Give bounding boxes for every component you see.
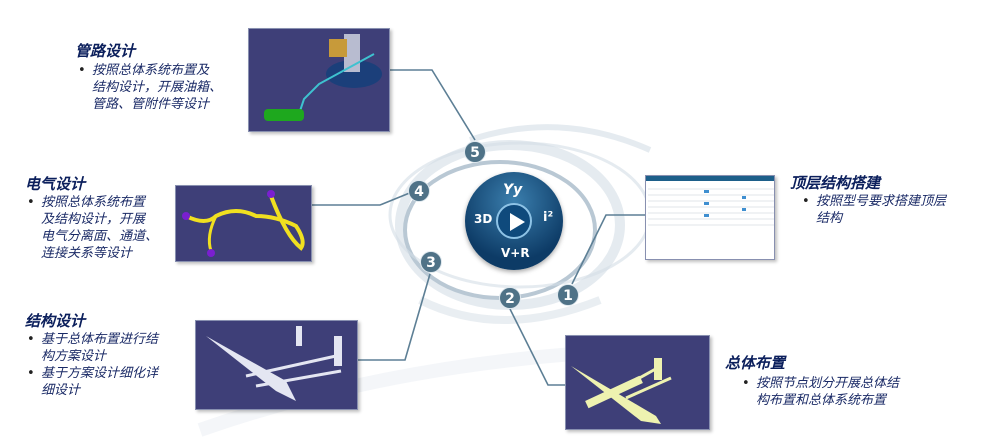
bullet-cont: 连接关系等设计 xyxy=(41,246,133,261)
structure-model-image xyxy=(195,320,358,410)
bullet-cont: 构方案设计 xyxy=(41,349,107,364)
step-title-electrical: 电气设计 xyxy=(25,175,86,193)
step-badge-3: 3 xyxy=(420,251,442,273)
electrical-harness-image xyxy=(175,185,312,262)
bullet: 基于方案设计细化详 xyxy=(27,365,158,382)
step-bullets-structure: 基于总体布置进行结 构方案设计 基于方案设计细化详 细设计 xyxy=(25,331,158,399)
compass-bottom-label: V+R xyxy=(501,246,530,260)
bullet: 按照总体系统布置 xyxy=(27,194,158,211)
bullet-cont: 电气分离面、通道、 xyxy=(41,229,159,244)
top-structure-table-screenshot xyxy=(645,175,775,260)
step-title-structure: 结构设计 xyxy=(25,312,86,330)
piping-model-image xyxy=(248,28,390,132)
bullet: 按照节点划分开展总体结 xyxy=(742,375,899,392)
step-badge-4: 4 xyxy=(408,180,430,202)
bullet-cont: 细设计 xyxy=(41,383,81,398)
general-layout-model-image xyxy=(565,335,710,430)
compass-right-label: i² xyxy=(543,210,554,225)
step-badge-2: 2 xyxy=(499,287,521,309)
connector-3 xyxy=(358,273,431,361)
step-badge-5: 5 xyxy=(464,141,486,163)
connector-5 xyxy=(390,69,476,141)
bullet: 基于总体布置进行结 xyxy=(27,331,158,348)
step-bullets-piping: 按照总体系统布置及 结构设计，开展油箱、 管路、管附件等设计 xyxy=(76,62,222,113)
step-badge-1: 1 xyxy=(557,284,579,306)
step-bullets-electrical: 按照总体系统布置 及结构设计，开展 电气分离面、通道、 连接关系等设计 xyxy=(25,194,158,262)
bullet-cont: 构布置和总体系统布置 xyxy=(756,393,887,408)
connector-4 xyxy=(312,191,413,206)
step-title-top-structure: 顶层结构搭建 xyxy=(790,174,881,192)
step-bullets-general-layout: 按照节点划分开展总体结 构布置和总体系统布置 xyxy=(740,375,899,409)
step-title-general-layout: 总体布置 xyxy=(725,354,786,372)
bullet-cont: 管路、管附件等设计 xyxy=(92,97,210,112)
3dexperience-compass[interactable]: Yy 3D i² V+R xyxy=(465,172,563,270)
step-bullets-top-structure: 按照型号要求搭建顶层 结构 xyxy=(800,193,946,227)
bullet-cont: 及结构设计，开展 xyxy=(41,212,146,227)
compass-top-label: Yy xyxy=(503,182,523,198)
compass-left-label: 3D xyxy=(474,212,493,226)
play-icon[interactable] xyxy=(496,203,532,239)
bullet: 按照型号要求搭建顶层 xyxy=(802,193,946,210)
connector-1 xyxy=(571,214,645,285)
bullet: 按照总体系统布置及 xyxy=(78,62,222,79)
connector-2 xyxy=(509,308,565,386)
bullet-cont: 结构设计，开展油箱、 xyxy=(92,80,223,95)
step-title-piping: 管路设计 xyxy=(75,42,136,60)
bullet-cont: 结构 xyxy=(816,211,843,226)
